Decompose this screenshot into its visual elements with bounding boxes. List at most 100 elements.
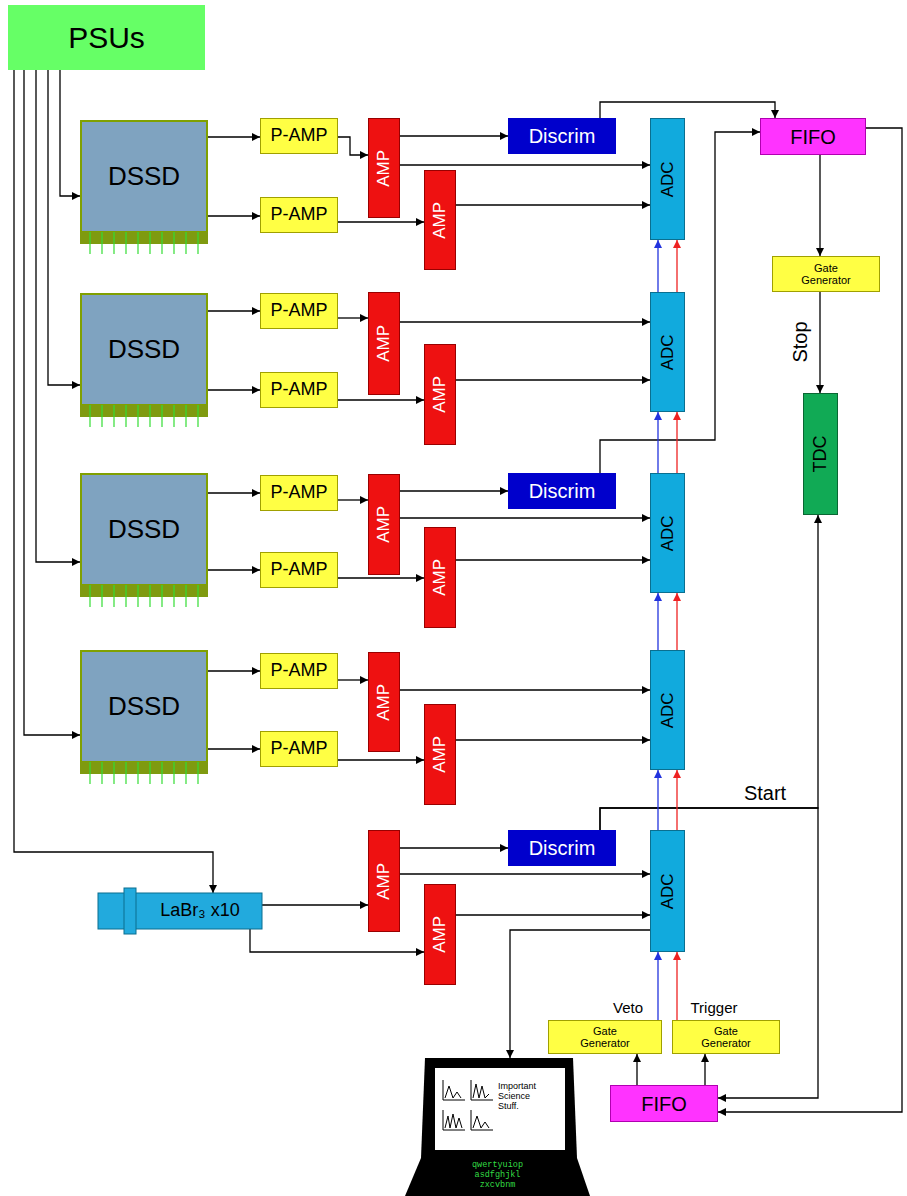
signal-connector — [208, 748, 260, 749]
signal-connector — [600, 808, 818, 1098]
node-label: P-AMP — [270, 560, 327, 580]
signal-connector — [600, 102, 775, 118]
fifo-box: FIFO — [760, 118, 866, 155]
signal-connector — [456, 379, 650, 380]
laptop: Important Science Stuff.qwertyuiop asdfg… — [405, 1058, 590, 1196]
node-label: P-AMP — [270, 380, 327, 400]
node-label: AMP — [375, 150, 394, 187]
amplifier-box: AMP — [368, 474, 400, 575]
signal-connector — [456, 204, 650, 205]
node-label: AMP — [375, 325, 394, 362]
signal-connector — [676, 952, 677, 1020]
node-label: Discrim — [529, 837, 596, 859]
node-label: ADC — [658, 692, 677, 728]
signal-connector — [456, 739, 650, 740]
signal-label: Veto — [611, 1000, 645, 1017]
node-label: DSSD — [108, 335, 180, 364]
node-label: ADC — [658, 334, 677, 370]
amplifier-box: AMP — [424, 884, 456, 985]
signal-connector — [48, 70, 80, 385]
node-label: DSSD — [108, 162, 180, 191]
node-label: FIFO — [790, 126, 836, 148]
node-label: FIFO — [641, 1093, 687, 1115]
signal-connector — [338, 137, 368, 155]
signal-connector — [676, 412, 677, 473]
signal-connector — [338, 317, 368, 318]
signal-connector — [208, 569, 260, 570]
signal-connector — [208, 215, 260, 216]
signal-connector — [400, 847, 508, 848]
discriminator-box: Discrim — [508, 118, 616, 154]
signal-connector — [400, 164, 650, 165]
preamp-box: P-AMP — [260, 372, 338, 408]
signal-connector — [676, 593, 677, 650]
signal-connector — [657, 952, 658, 1020]
node-label: DSSD — [108, 692, 180, 721]
node-label: AMP — [375, 684, 394, 721]
signal-connector — [400, 873, 650, 874]
signal-connector — [456, 559, 650, 560]
amplifier-box: AMP — [424, 704, 456, 805]
amplifier-box: AMP — [424, 170, 456, 270]
signal-connector — [338, 221, 424, 222]
signal-connector — [600, 515, 818, 830]
amplifier-box: AMP — [424, 344, 456, 445]
signal-label: Trigger — [689, 1000, 740, 1017]
amplifier-box: AMP — [368, 652, 400, 752]
gate-generator-box: Gate Generator — [772, 256, 880, 292]
signal-label: Start — [742, 782, 788, 804]
dssd-detector: DSSD — [80, 650, 208, 784]
signal-connector — [657, 593, 658, 650]
node-label: ADC — [658, 515, 677, 551]
discriminator-box: Discrim — [508, 473, 616, 509]
node-label: Gate Generator — [695, 1025, 757, 1049]
amplifier-box: AMP — [368, 830, 400, 932]
signal-connector — [400, 517, 650, 518]
signal-connector — [819, 155, 820, 256]
preamp-box: P-AMP — [260, 475, 338, 511]
signal-connector — [250, 929, 424, 952]
node-label: P-AMP — [270, 483, 327, 503]
signal-connector — [718, 128, 902, 1112]
node-label: AMP — [431, 376, 450, 413]
signal-connector — [208, 310, 260, 311]
signal-connector — [36, 70, 80, 562]
signal-connector — [657, 240, 658, 292]
signal-connector — [676, 240, 677, 292]
preamp-box: P-AMP — [260, 731, 338, 767]
signal-connector — [262, 904, 368, 905]
node-label: AMP — [431, 559, 450, 596]
preamp-box: P-AMP — [260, 552, 338, 588]
signal-connector — [636, 1054, 637, 1085]
signal-connector — [400, 321, 650, 322]
node-label: ADC — [658, 873, 677, 909]
signal-connector — [338, 759, 424, 760]
discriminator-box: Discrim — [508, 830, 616, 866]
signal-connector — [24, 70, 80, 735]
signal-connector — [400, 490, 508, 491]
node-label: P-AMP — [270, 301, 327, 321]
gate-generator-box: Gate Generator — [548, 1020, 662, 1054]
preamp-box: P-AMP — [260, 118, 338, 154]
signal-connector — [208, 492, 260, 493]
adc-box: ADC — [650, 473, 685, 593]
signal-connector — [704, 1054, 705, 1085]
node-label: PSUs — [68, 21, 145, 54]
node-label: P-AMP — [270, 126, 327, 146]
signal-connector — [400, 135, 508, 136]
signal-connector — [657, 770, 658, 830]
adc-box: ADC — [650, 650, 685, 770]
node-label: P-AMP — [270, 205, 327, 225]
adc-box: ADC — [650, 292, 685, 412]
signal-connector — [456, 914, 650, 915]
gate-generator-box: Gate Generator — [672, 1020, 780, 1054]
adc-box: ADC — [650, 118, 685, 240]
signal-connector — [208, 670, 260, 671]
node-label: Gate Generator — [795, 262, 857, 286]
node-label: Discrim — [529, 480, 596, 502]
dssd-detector: DSSD — [80, 293, 208, 427]
signal-connector — [819, 292, 820, 393]
node-label: P-AMP — [270, 739, 327, 759]
node-label: AMP — [431, 736, 450, 773]
